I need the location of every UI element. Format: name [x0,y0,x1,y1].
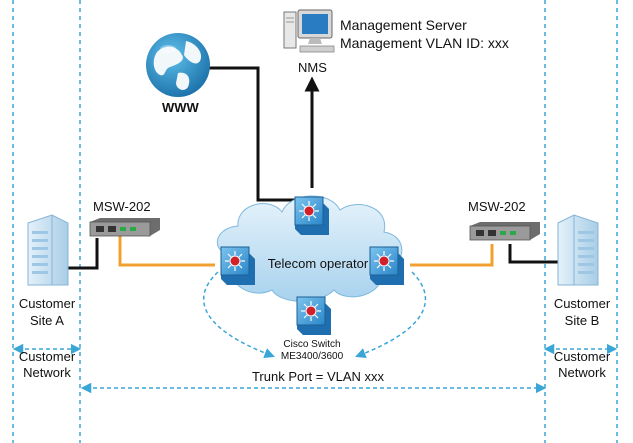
right-device-label: MSW-202 [468,199,526,214]
globe-icon [146,33,210,97]
media-converter-icon-right [469,222,540,241]
www-label: WWW [162,100,200,115]
switch-icon-left [220,246,255,285]
switch-icon-bottom [296,296,331,335]
server-pc-icon [283,9,335,53]
nms-label: NMS [298,60,327,75]
trunk-curve-arrows [202,271,427,359]
management-vlan-label: Management VLAN ID: xxx [340,35,509,51]
building-icon-left [27,214,69,286]
customer-network-right-line2: Network [558,365,606,380]
building-icon-right [557,214,599,286]
trunk-label: Trunk Port = VLAN xxx [252,369,385,384]
switch-label-line1: Cisco Switch [283,339,340,350]
management-server-label: Management Server [340,17,467,33]
copper-links [68,66,560,270]
customer-network-right-line1: Customer [554,349,611,364]
left-device-label: MSW-202 [93,199,151,214]
fiber-links [118,236,494,267]
switch-icon-right [369,246,404,285]
customer-site-a-line2: Site A [30,313,64,328]
customer-network-left-line1: Customer [19,349,76,364]
customer-network-left-line2: Network [23,365,71,380]
switch-label-line2: ME3400/3600 [281,351,344,362]
switch-icon-top [294,196,329,235]
cloud-icon [216,195,403,302]
customer-site-a-line1: Customer [19,296,76,311]
separator-lines [12,0,618,443]
media-converter-icon-left [89,218,160,237]
customer-site-b-line2: Site B [565,313,600,328]
customer-site-b-line1: Customer [554,296,611,311]
cloud-label: Telecom operator [268,256,369,271]
